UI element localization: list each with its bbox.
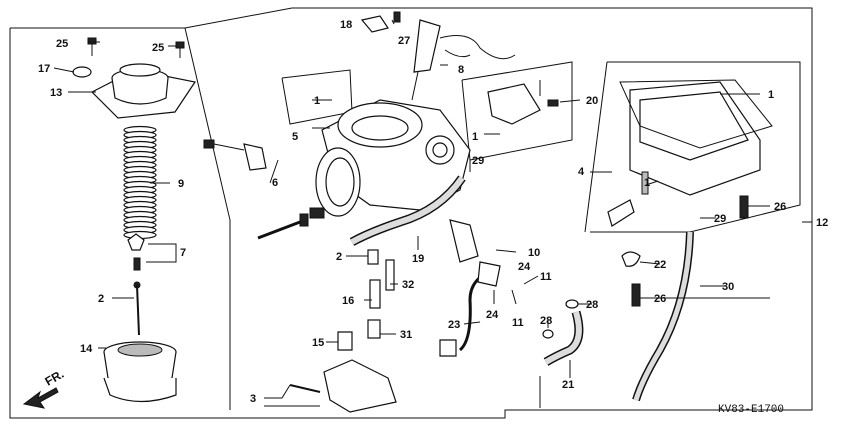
float-chamber-frame — [590, 61, 801, 233]
label-17: 17 — [38, 63, 50, 75]
label-25-left: 25 — [56, 38, 68, 50]
jet-holder-32 — [385, 259, 395, 291]
label-26-upper: 26 — [774, 201, 786, 213]
label-14: 14 — [80, 343, 93, 355]
screw-27 — [393, 11, 401, 23]
label-29-lower: 29 — [714, 213, 726, 225]
clip-28-lower — [542, 329, 554, 339]
clip-28-upper — [565, 299, 579, 309]
label-23: 23 — [448, 319, 460, 331]
label-25-right: 25 — [152, 42, 164, 54]
label-7: 7 — [180, 247, 186, 259]
label-18: 18 — [340, 19, 352, 31]
label-1-float-lower: 1 — [644, 177, 650, 189]
part-20-box — [461, 61, 573, 161]
needle-clip — [127, 233, 145, 271]
accelerator-pump-20 — [487, 80, 559, 125]
label-11-upper: 11 — [540, 271, 552, 283]
label-21: 21 — [562, 379, 574, 391]
clip-part-17 — [72, 66, 92, 78]
label-22: 22 — [654, 259, 666, 271]
screw-25-left — [87, 37, 97, 56]
label-10: 10 — [528, 247, 540, 259]
label-24-upper: 24 — [518, 261, 531, 273]
piston-valve — [103, 341, 177, 403]
screw-26-upper — [739, 195, 749, 219]
label-9: 9 — [178, 178, 184, 190]
heater-wire-23 — [439, 219, 501, 357]
bracket-6 — [203, 139, 267, 171]
needle-jet-16 — [369, 279, 381, 309]
front-direction-arrow — [22, 387, 59, 409]
leader-lines — [53, 19, 812, 408]
jet-needle — [133, 281, 141, 336]
clamp-22 — [621, 251, 641, 267]
carburetor-body — [315, 99, 471, 217]
label-15: 15 — [312, 337, 324, 349]
label-4: 4 — [578, 166, 585, 178]
label-29-upper: 29 — [472, 155, 484, 167]
label-2-left: 2 — [98, 293, 104, 305]
label-31: 31 — [400, 329, 412, 341]
label-1-float: 1 — [768, 89, 774, 101]
label-28-lower: 28 — [540, 315, 552, 327]
label-8: 8 — [458, 64, 464, 76]
label-5: 5 — [292, 131, 298, 143]
label-11-lower: 11 — [512, 317, 524, 329]
label-26-lower: 26 — [654, 293, 666, 305]
main-jet-2 — [367, 249, 379, 265]
label-16: 16 — [342, 295, 354, 307]
label-30: 30 — [722, 281, 734, 293]
float-chamber — [607, 79, 773, 227]
label-1-top: 1 — [314, 95, 320, 107]
label-3: 3 — [250, 393, 256, 405]
label-13: 13 — [50, 87, 62, 99]
spring — [123, 125, 157, 240]
throttle-cable-8 — [408, 16, 516, 101]
label-32: 32 — [402, 279, 414, 291]
diagram-code: KV83-E1700 — [718, 404, 784, 416]
slide-group-frame — [184, 27, 231, 410]
jet-31 — [367, 319, 381, 339]
label-27: 27 — [398, 35, 410, 47]
label-fr: FR. — [43, 367, 67, 389]
label-24-lower: 24 — [486, 309, 499, 321]
choke-plunger-3 — [289, 359, 397, 413]
assembly-frame — [9, 7, 813, 419]
label-2-center: 2 — [336, 251, 342, 263]
screw-26-lower — [631, 283, 641, 307]
label-12: 12 — [816, 217, 828, 229]
label-19: 19 — [412, 253, 424, 265]
label-1-pump: 1 — [472, 131, 478, 143]
jet-15 — [337, 331, 353, 351]
top-cover — [90, 63, 196, 119]
label-20: 20 — [586, 95, 598, 107]
label-28-upper: 28 — [586, 299, 598, 311]
screw-25-right — [175, 41, 185, 58]
label-6: 6 — [272, 177, 278, 189]
cable-clip-18 — [360, 15, 389, 33]
float-chamber-bracket — [584, 61, 608, 233]
idle-screw-6 — [257, 207, 325, 240]
